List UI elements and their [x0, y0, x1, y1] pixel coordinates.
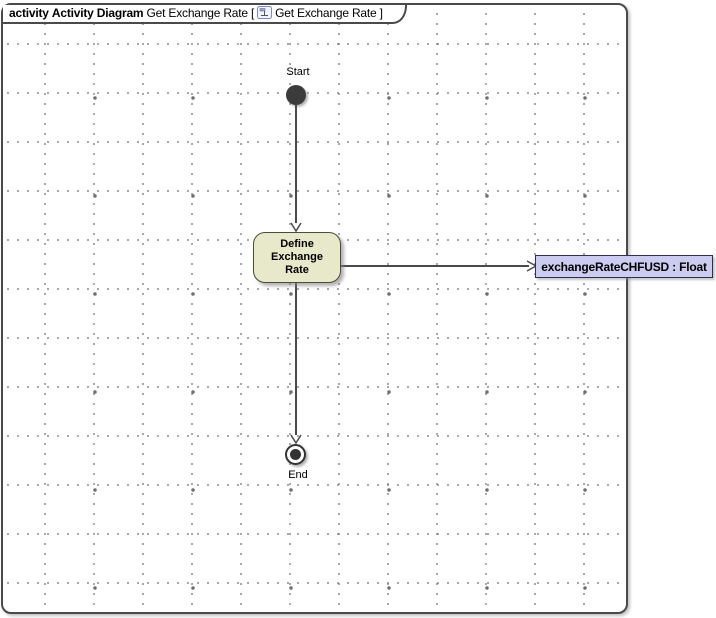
frame-context-prefix: Get Exchange Rate [: [146, 6, 255, 20]
activity-diagram-frame: activity Activity Diagram Get Exchange R…: [1, 3, 713, 614]
object-flow-action-to-object[interactable]: [341, 265, 529, 267]
frame-keyword: activity: [9, 6, 49, 20]
final-node-inner-dot: [290, 449, 301, 460]
object-node-exchange-rate[interactable]: exchangeRateCHFUSD : Float: [535, 255, 713, 278]
activity-diagram-icon: [257, 6, 273, 19]
initial-node-label: Start: [286, 66, 310, 78]
action-node-define-exchange-rate[interactable]: Define Exchange Rate: [253, 232, 341, 283]
arrowhead-down-icon: [290, 222, 302, 232]
frame-context-name: Get Exchange Rate: [275, 6, 377, 20]
arrowhead-down2-icon: [290, 434, 302, 444]
frame-header-tab: activity Activity Diagram Get Exchange R…: [3, 5, 407, 24]
frame-diagram-type: Activity Diagram: [51, 6, 144, 20]
action-node-label: Define Exchange Rate: [271, 238, 323, 276]
final-node-label: End: [288, 469, 308, 481]
control-flow-action-to-end[interactable]: [295, 283, 297, 435]
frame-bracket-close: ]: [379, 6, 383, 20]
object-node-label: exchangeRateCHFUSD : Float: [541, 259, 707, 274]
initial-node[interactable]: [286, 85, 306, 105]
control-flow-start-to-action[interactable]: [295, 105, 297, 223]
activity-final-node[interactable]: [285, 444, 306, 465]
